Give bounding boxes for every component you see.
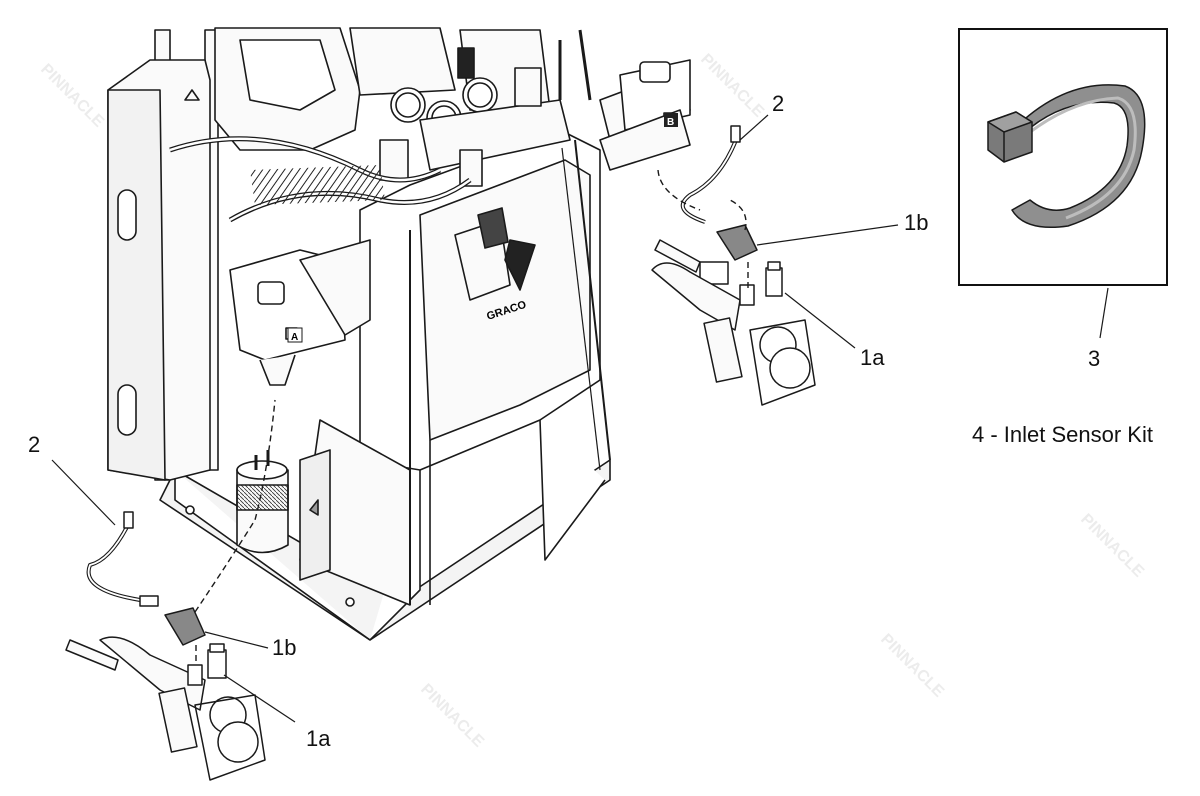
callout-1b-bottom: 1b [272, 635, 297, 660]
proportioner-frame [107, 27, 691, 641]
dashed-route-b2 [657, 169, 701, 211]
watermark-text: PINNACLE [37, 61, 107, 131]
kit-inset-frame [958, 28, 1168, 286]
kit-caption: 4 - Inlet Sensor Kit [972, 422, 1153, 447]
callout-2-top: 2 [772, 91, 785, 116]
callout-1a-top: 1a [860, 345, 885, 370]
callout-2-left: 2 [28, 432, 41, 457]
watermark-text: PINNACLE [877, 631, 947, 701]
inlet-assembly-a [65, 511, 266, 781]
pump-b-plate [664, 113, 678, 127]
pump-b-label: B [667, 117, 674, 128]
inlet-assembly-b [651, 125, 816, 406]
pump-a-label: A [291, 332, 298, 343]
leader-lines [51, 114, 1109, 723]
dashed-route-b [729, 199, 747, 231]
pump-a-plate [287, 327, 303, 343]
callout-1a-bottom: 1a [306, 726, 331, 751]
callout-1b-top: 1b [904, 210, 929, 235]
callout-3: 3 [1088, 346, 1101, 371]
dashed-route-a [194, 399, 276, 613]
watermark-text: PINNACLE [1077, 511, 1147, 581]
watermark-text: PINNACLE [697, 51, 767, 121]
watermark-text: PINNACLE [417, 681, 487, 751]
